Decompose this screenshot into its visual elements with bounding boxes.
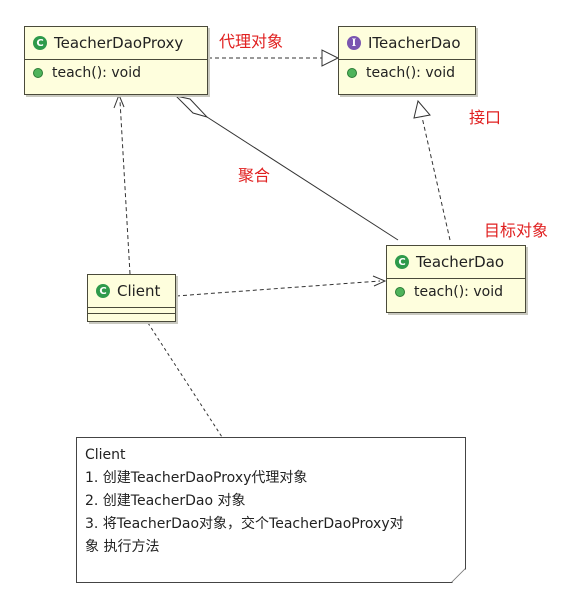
operation-signature: teach(): void — [366, 65, 455, 81]
target-implements-interface — [421, 116, 451, 241]
client-uses-target — [175, 280, 381, 297]
realization-arrowhead-target — [413, 99, 431, 119]
class-name: TeacherDao — [416, 253, 505, 271]
class-teacherdaoproxy[interactable]: C TeacherDaoProxy teach(): void — [24, 26, 208, 95]
note-line: 象 执行方法 — [85, 539, 160, 555]
dependency-arrowhead-target — [372, 275, 387, 287]
class-icon: C — [395, 255, 409, 269]
note-line: 1. 创建TeacherDaoProxy代理对象 — [85, 470, 308, 486]
class-teacherdao[interactable]: C TeacherDao teach(): void — [386, 245, 526, 313]
aggregation-line — [206, 116, 399, 241]
label-aggregation: 聚合 — [238, 166, 271, 185]
interface-icon: I — [347, 36, 361, 50]
class-name: Client — [117, 282, 161, 300]
operation-row: teach(): void — [25, 60, 207, 86]
public-method-icon — [33, 68, 43, 78]
note-line: Client — [85, 447, 126, 463]
realization-arrowhead-proxy — [321, 49, 340, 67]
note-line: 3. 将TeacherDao对象，交个TeacherDaoProxy对 — [85, 516, 404, 532]
class-header: C TeacherDaoProxy — [25, 27, 207, 60]
operation-signature: teach(): void — [414, 284, 503, 300]
class-header: C Client — [88, 275, 175, 308]
class-name: TeacherDaoProxy — [54, 34, 184, 52]
class-header: C TeacherDao — [387, 246, 525, 279]
operation-signature: teach(): void — [52, 65, 141, 81]
dependency-arrowhead-proxy — [113, 93, 125, 109]
class-client[interactable]: C Client — [87, 274, 176, 322]
note-anchor-line — [147, 322, 223, 438]
interface-iteacherdao[interactable]: I ITeacherDao teach(): void — [338, 26, 476, 95]
operations-compartment — [88, 314, 175, 321]
aggregation-diamond — [174, 95, 209, 118]
label-interface: 接口 — [469, 108, 502, 127]
label-target-object: 目标对象 — [484, 221, 549, 240]
class-icon: C — [33, 36, 47, 50]
public-method-icon — [347, 68, 357, 78]
label-proxy-object: 代理对象 — [219, 32, 284, 51]
attributes-compartment — [88, 308, 175, 314]
interface-name: ITeacherDao — [368, 34, 461, 52]
public-method-icon — [395, 287, 405, 297]
operation-row: teach(): void — [387, 279, 525, 305]
operation-row: teach(): void — [339, 60, 475, 86]
client-note[interactable]: Client 1. 创建TeacherDaoProxy代理对象 2. 创建Tea… — [76, 437, 466, 583]
client-uses-proxy — [119, 100, 131, 275]
class-icon: C — [96, 284, 110, 298]
note-line: 2. 创建TeacherDao 对象 — [85, 493, 246, 509]
interface-header: I ITeacherDao — [339, 27, 475, 60]
